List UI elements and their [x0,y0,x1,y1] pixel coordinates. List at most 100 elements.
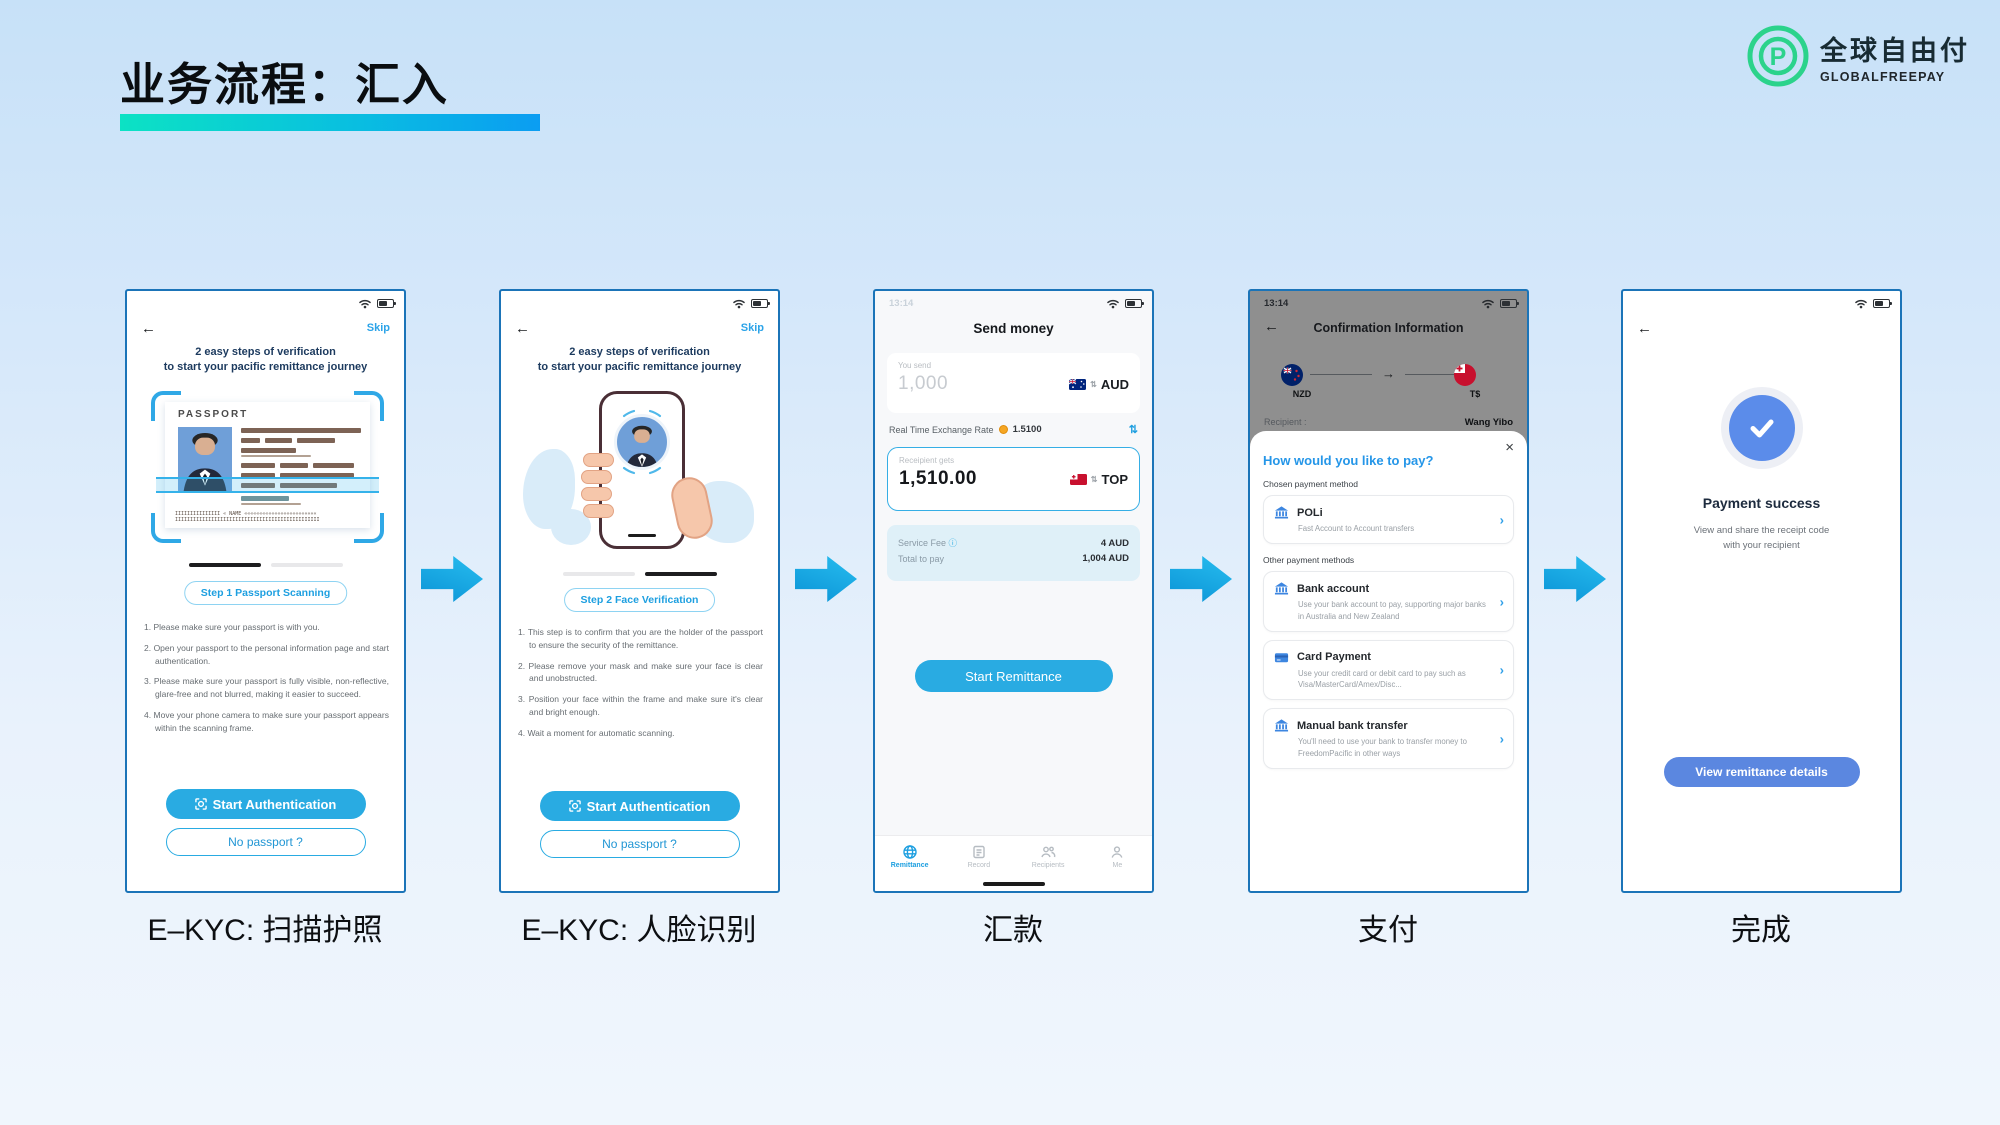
payment-method-bank-account[interactable]: Bank account Use your bank account to pa… [1263,571,1514,632]
flow-arrow [1170,556,1232,602]
battery-icon [377,299,396,308]
skip-link[interactable]: Skip [366,322,390,334]
recipient-gets-card[interactable]: Receipient gets 1,510.00 ⇅ TOP [887,447,1140,511]
me-icon [1109,844,1125,860]
start-authentication-button[interactable]: Start Authentication [165,789,366,819]
back-icon[interactable]: ← [515,320,530,337]
flow-arrow [421,556,483,602]
swap-icon[interactable]: ⇅ [1128,424,1138,436]
you-send-amount-input[interactable]: 1,000 [898,373,949,394]
status-bar [1623,298,1900,312]
rate-label: Real Time Exchange Rate [889,424,994,435]
you-send-card[interactable]: You send 1,000 ⇅ AUD [887,353,1140,413]
back-icon[interactable]: ← [141,320,156,337]
bank-icon [1274,505,1289,520]
globe-icon [902,844,918,860]
verification-heading: 2 easy steps of verification to start yo… [135,345,396,375]
step-2-pill: Step 2 Face Verification [563,588,716,612]
tab-recipients[interactable]: Recipients [1014,844,1083,869]
tonga-flag-icon [1069,473,1087,485]
passport-word: PASSPORT [178,409,249,420]
from-currency-label: NZD [1292,389,1312,399]
view-remittance-details-button[interactable]: View remittance details [1663,757,1860,787]
payment-method-poli[interactable]: POLi Fast Account to Account transfers › [1263,495,1514,545]
chosen-method-label: Chosen payment method [1263,479,1358,489]
caption-complete: 完成 [1731,914,1791,947]
recipient-row: Recipient : Wang Yibo [1264,417,1513,428]
view-details-label: View remittance details [1695,765,1828,779]
instruction-item: 4. Move your phone camera to make sure y… [144,709,389,733]
back-icon[interactable]: ← [1264,318,1279,335]
route-line [1405,374,1467,375]
flow-arrow [795,556,857,602]
placeholder-bar [241,496,289,501]
tab-label: Record [967,862,991,869]
total-to-pay-value: 1,004 AUD [1082,553,1129,564]
instruction-item: 2. Open your passport to the personal in… [144,642,389,666]
no-passport-button[interactable]: No passport ? [165,828,366,856]
no-passport-button[interactable]: No passport ? [539,830,740,858]
recipient-currency-selector[interactable]: ⇅ TOP [1069,472,1128,487]
other-methods-label: Other payment methods [1263,555,1355,566]
wifi-icon [1854,298,1868,309]
chevron-right-icon: › [1499,594,1504,610]
brand-logo: P 全球自由付 GLOBALFREEPAY [1746,24,1970,88]
fee-summary-card: Service Fee ⓘ 4 AUD Total to pay 1,004 A… [887,525,1140,581]
back-icon[interactable]: ← [1637,320,1652,337]
status-bar [127,298,404,312]
placeholder-bar [241,438,261,443]
record-icon [971,844,987,860]
bank-icon [1274,718,1289,733]
face-scan-icon [568,800,581,812]
placeholder-bar [241,428,361,433]
recipient-gets-amount[interactable]: 1,510.00 [899,468,977,489]
payment-method-card[interactable]: Card Payment Use your credit card or deb… [1263,639,1514,701]
battery-icon [1125,299,1144,308]
progress-bar-active [644,572,717,576]
tab-record[interactable]: Record [944,844,1013,869]
status-bar: 13:14 [875,298,1152,312]
info-icon[interactable]: ⓘ [948,538,958,548]
phone-face-verification: ← Skip 2 easy steps of verification to s… [499,289,780,893]
heading-line-1: 2 easy steps of verification [569,346,710,358]
wifi-icon [1481,298,1495,309]
placeholder-bar [241,448,297,453]
caption-ekyc-passport: E–KYC: 扫描护照 [147,914,383,947]
wifi-icon [1106,298,1120,309]
tab-remittance[interactable]: Remittance [875,844,944,869]
battery-icon [1500,299,1519,308]
method-name: POLi [1297,506,1323,519]
payment-method-manual-transfer[interactable]: Manual bank transfer You'll need to use … [1263,708,1514,770]
tab-me[interactable]: Me [1083,844,1152,869]
close-icon[interactable]: × [1505,439,1514,456]
method-description: Fast Account to Account transfers [1298,524,1415,533]
start-remittance-button[interactable]: Start Remittance [914,660,1113,692]
instruction-item: 4. Wait a moment for automatic scanning. [518,727,675,738]
recipient-label: Recipient : [1264,417,1307,427]
placeholder-bar [265,438,292,443]
route-arrow-icon: → [1382,366,1395,381]
scan-corner-icon [151,513,181,543]
skip-link[interactable]: Skip [740,322,764,334]
start-authentication-button[interactable]: Start Authentication [539,791,740,821]
brand-name-en: GLOBALFREEPAY [1820,69,1946,84]
recipient-name: Wang Yibo [1464,417,1513,428]
start-authentication-label: Start Authentication [212,796,337,812]
placeholder-bar [241,503,301,505]
scan-corner-icon [354,513,384,543]
progress-bar-active [188,563,261,567]
subtitle-line-2: with your recipient [1723,540,1800,552]
illustrated-phone [599,391,685,549]
instruction-item: 3. Position your face within the frame a… [518,694,763,717]
title-underline-bar [120,114,540,131]
method-name: Card Payment [1297,651,1371,664]
no-passport-label: No passport ? [228,835,303,849]
flow-arrow [1544,556,1606,602]
payment-method-sheet: × How would you like to pay? Chosen paym… [1250,431,1527,891]
caption-ekyc-face: E–KYC: 人脸识别 [521,914,757,947]
scan-corner-icon [354,391,384,421]
hand-finger [583,453,614,467]
home-indicator [982,882,1045,886]
you-send-currency-selector[interactable]: ⇅ AUD [1069,377,1129,392]
